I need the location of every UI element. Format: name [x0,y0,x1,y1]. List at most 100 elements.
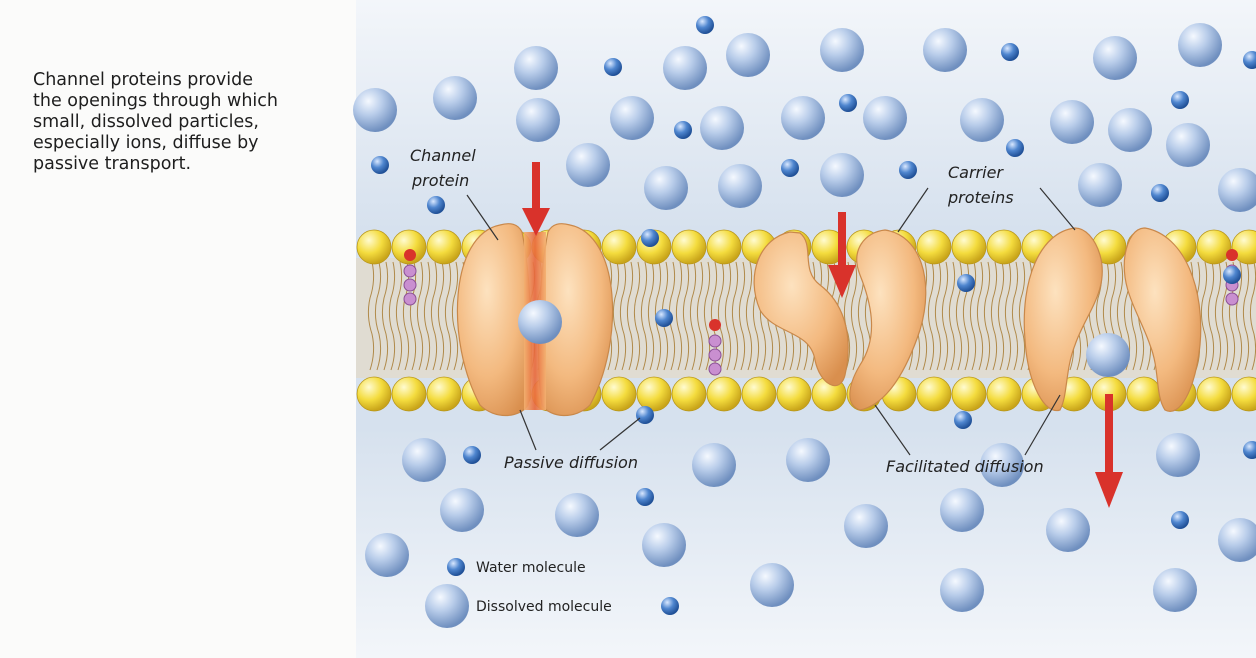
lipid-head-top [1197,230,1231,264]
lipid-head-bottom [357,377,391,411]
dissolved-molecule [1166,123,1210,167]
dissolved-molecule [642,523,686,567]
dissolved-molecule [353,88,397,132]
lipid-head-bottom [952,377,986,411]
dissolved-molecule [402,438,446,482]
lipid-head-bottom [742,377,776,411]
dissolved-molecule [692,443,736,487]
dissolved-molecule [700,106,744,150]
legend-water-label: Water molecule [476,560,586,576]
dissolved-molecule [863,96,907,140]
dissolved-molecule [1156,433,1200,477]
cholesterol-head [709,319,721,331]
water-molecule [781,159,799,177]
cholesterol-ring [404,265,416,277]
dissolved-molecule [644,166,688,210]
water-molecule [674,121,692,139]
dissolved-molecule [566,143,610,187]
dissolved-molecule [940,488,984,532]
water-molecule [427,196,445,214]
dissolved-molecule [610,96,654,140]
lipid-head-top [357,230,391,264]
legend-dissolved-label: Dissolved molecule [476,599,612,615]
water-molecule [1001,43,1019,61]
dissolved-molecule-icon [425,584,469,628]
cholesterol-head [1226,249,1238,261]
cholesterol-ring [404,293,416,305]
water-molecule [636,406,654,424]
water-molecule [839,94,857,112]
dissolved-molecule [518,300,562,344]
passive-diffusion-label: Passive diffusion [504,453,638,472]
dissolved-molecule [365,533,409,577]
dissolved-molecule [514,46,558,90]
lipid-head-bottom [987,377,1021,411]
dissolved-molecule [786,438,830,482]
cholesterol-ring [709,349,721,361]
water-molecule [1006,139,1024,157]
water-molecule [954,411,972,429]
water-molecule [1171,91,1189,109]
channel-protein-label-1: Channel [410,146,476,165]
lipid-head-bottom [917,377,951,411]
channel-protein-label-2: protein [411,171,469,190]
dissolved-molecule [844,504,888,548]
dissolved-molecule [555,493,599,537]
lipid-head-bottom [672,377,706,411]
lipid-head-bottom [637,377,671,411]
cholesterol-ring [709,335,721,347]
dissolved-molecule [940,568,984,612]
dissolved-molecule [1178,23,1222,67]
dissolved-molecule [960,98,1004,142]
water-molecule [696,16,714,34]
lipid-head-top [602,230,636,264]
dissolved-molecule [433,76,477,120]
cholesterol-head [404,249,416,261]
lipid-head-top [707,230,741,264]
facilitated-diffusion-label: Facilitated diffusion [886,457,1044,476]
dissolved-molecule [1108,108,1152,152]
carrier-proteins-label-2: proteins [947,188,1014,207]
dissolved-molecule [820,153,864,197]
water-molecule-icon [447,558,465,576]
dissolved-molecule [1153,568,1197,612]
lipid-head-top [672,230,706,264]
water-molecule [899,161,917,179]
lipid-head-bottom [1127,377,1161,411]
lipid-head-bottom [777,377,811,411]
dissolved-molecule [663,46,707,90]
dissolved-molecule [1093,36,1137,80]
dissolved-molecule [516,98,560,142]
lipid-head-top [917,230,951,264]
lipid-head-bottom [602,377,636,411]
dissolved-molecule [726,33,770,77]
water-molecule-icon [661,597,679,615]
cholesterol-ring [404,279,416,291]
lipid-head-top [427,230,461,264]
dissolved-molecule [923,28,967,72]
lipid-head-top [987,230,1021,264]
dissolved-molecule [750,563,794,607]
lipid-head-bottom [392,377,426,411]
cholesterol-ring [709,363,721,375]
dissolved-molecule [1046,508,1090,552]
lipid-head-top [952,230,986,264]
water-molecule [604,58,622,76]
lipid-head-bottom [1197,377,1231,411]
dissolved-molecule [1078,163,1122,207]
dissolved-molecule [781,96,825,140]
water-molecule [1223,266,1241,284]
water-molecule [463,446,481,464]
dissolved-molecule [820,28,864,72]
lipid-head-bottom [707,377,741,411]
water-molecule [1171,511,1189,529]
dissolved-molecule [1086,333,1130,377]
dissolved-molecule [440,488,484,532]
dissolved-molecule [718,164,762,208]
water-molecule [641,229,659,247]
carrier-proteins-label-1: Carrier [948,163,1004,182]
water-molecule [655,309,673,327]
water-molecule [957,274,975,292]
lipid-head-bottom [427,377,461,411]
